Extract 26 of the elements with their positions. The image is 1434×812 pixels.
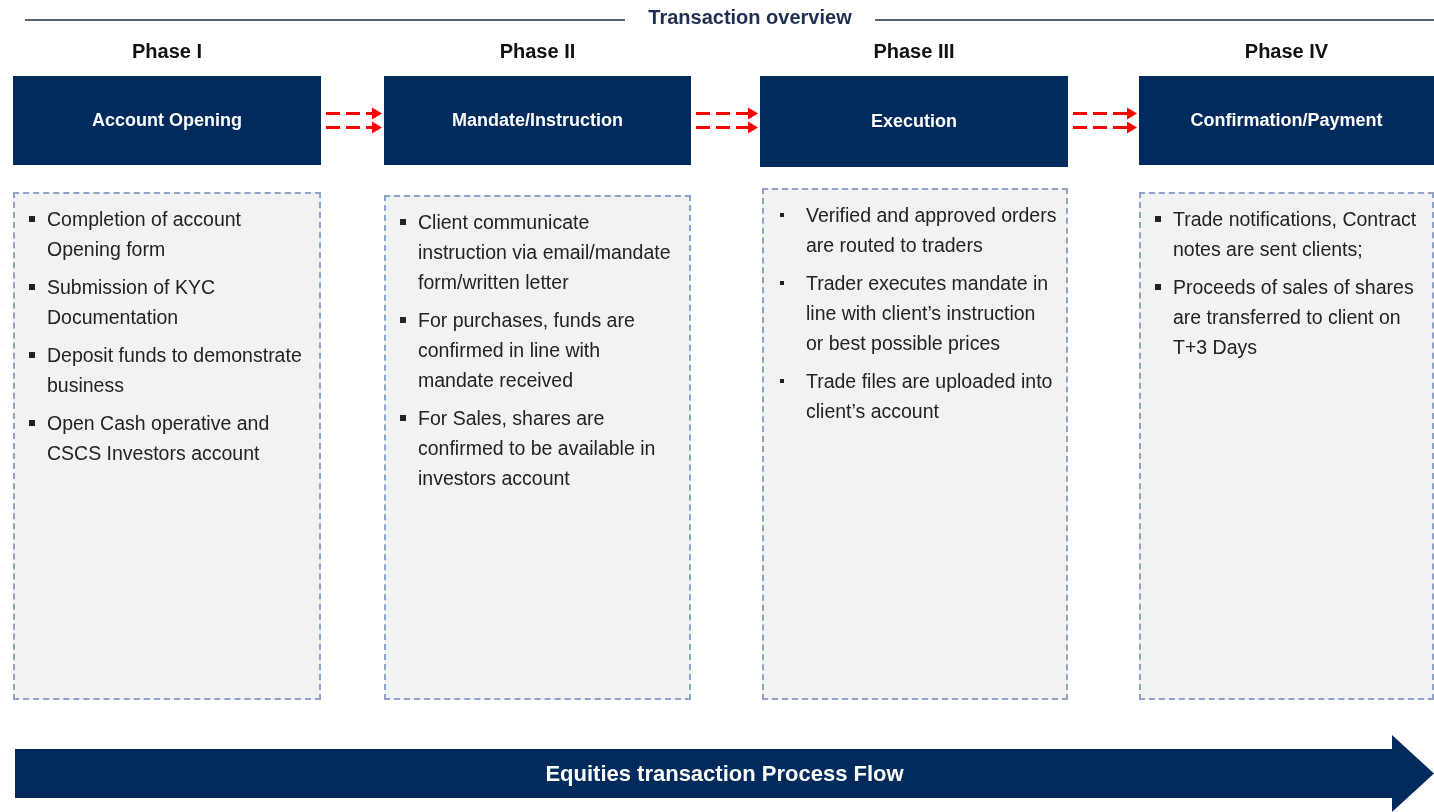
bullet-text: Deposit funds to demonstrate business <box>47 343 303 398</box>
phase-label: Phase III <box>872 40 956 63</box>
phase-header-box: Confirmation/Payment <box>1139 76 1434 165</box>
bullet-text: Trade notifications, Contract notes are sent clients; <box>1173 207 1418 262</box>
flow-label: Equities transaction Process Flow <box>545 760 904 787</box>
phase-header-box: Execution <box>760 76 1068 167</box>
bullet-text: Submission of KYC Documentation <box>47 275 216 330</box>
bullet-text: Completion of account Opening form <box>47 207 243 262</box>
text-panel <box>1139 192 1434 700</box>
phase-label: Phase II <box>498 40 577 63</box>
bullet-text: Verified and approved orders are routed to traders <box>806 203 1058 258</box>
phase-label: Phase IV <box>1243 40 1330 63</box>
bullet-text: Trade files are uploaded into client’s account <box>806 369 1054 424</box>
text-panel <box>13 192 321 700</box>
phase-label: Phase I <box>130 40 203 63</box>
bullet-text: Open Cash operative and CSCS Investors account <box>47 411 271 466</box>
bullet-text: Trader executes mandate in line with client’s instruction or best possible prices <box>806 271 1050 356</box>
bullet-text: For purchases, funds are confirmed in line with mandate received <box>418 308 636 393</box>
bullet-text: For Sales, shares are confirmed to be available in investors account <box>418 406 657 491</box>
text-panel <box>384 195 691 700</box>
bullet-text: Proceeds of sales of shares are transferred to client on T+3 Days <box>1173 275 1415 360</box>
phase-header-box: Account Opening <box>13 76 321 165</box>
diagram-title: Transaction overview <box>647 6 853 29</box>
phase-header-box: Mandate/Instruction <box>384 76 691 165</box>
text-panel <box>762 188 1068 700</box>
bullet-text: Client communicate instruction via email/mandate form/written letter <box>418 210 672 295</box>
